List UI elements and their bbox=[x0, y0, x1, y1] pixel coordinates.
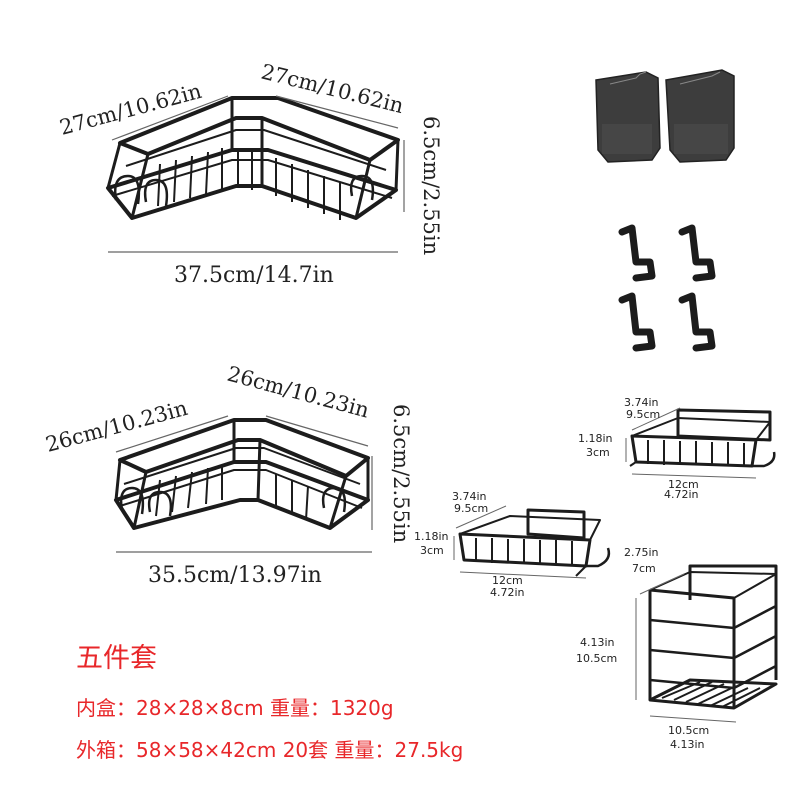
soap-rack-top-height-cm: 3cm bbox=[586, 446, 610, 459]
spec-inner-box: 内盒：28×28×8cm 重量：1320g bbox=[76, 696, 394, 720]
soap-rack-top-length-cm: 12cm bbox=[668, 478, 699, 491]
holder-width-in: 4.13in bbox=[670, 738, 705, 751]
medium-rack-width-dim: 35.5cm/13.97in bbox=[148, 563, 322, 588]
medium-rack-right-dim: 26cm/10.23in bbox=[225, 362, 372, 423]
soap-rack-bottom-depth-cm: 9.5cm bbox=[454, 502, 488, 515]
soap-rack-top-dim-lines bbox=[625, 407, 757, 479]
soap-rack-bottom-height-cm: 3cm bbox=[420, 544, 444, 557]
hook-4 bbox=[678, 292, 716, 352]
hooks bbox=[618, 224, 716, 352]
soap-rack-bottom-height-in: 1.18in bbox=[414, 530, 449, 543]
dimension-lines bbox=[108, 95, 405, 553]
medium-corner-rack bbox=[114, 418, 370, 530]
soap-rack-bottom-length-in: 4.72in bbox=[490, 586, 525, 599]
soap-rack-bottom-dim-lines bbox=[453, 505, 587, 579]
medium-rack-left-dim: 26cm/10.23in bbox=[43, 396, 190, 457]
medium-rack-height-dim: 6.5cm/2.55in bbox=[389, 404, 413, 543]
soap-rack-bottom-depth-in: 3.74in bbox=[452, 490, 487, 503]
soap-rack-top-length-in: 4.72in bbox=[664, 488, 699, 501]
holder-dim-lines bbox=[635, 573, 737, 723]
holder-width-cm: 10.5cm bbox=[668, 724, 709, 737]
hook-1 bbox=[618, 224, 656, 282]
large-rack-left-dim: 27cm/10.62in bbox=[57, 79, 204, 140]
spec-title: 五件套 bbox=[76, 643, 157, 674]
soap-rack-bottom bbox=[458, 508, 611, 577]
soap-rack-top-depth-cm: 9.5cm bbox=[626, 408, 660, 421]
soap-rack-top bbox=[629, 408, 776, 468]
soap-rack-top-height-in: 1.18in bbox=[578, 432, 613, 445]
spec-outer-box: 外箱：58×58×42cm 20套 重量：27.5kg bbox=[76, 738, 464, 762]
large-rack-width-dim: 37.5cm/14.7in bbox=[174, 263, 334, 288]
holder-height-in: 4.13in bbox=[580, 636, 615, 649]
holder-depth-cm: 7cm bbox=[632, 562, 656, 575]
large-rack-right-dim: 27cm/10.62in bbox=[259, 60, 406, 119]
hook-3 bbox=[618, 292, 656, 352]
soap-rack-bottom-length-cm: 12cm bbox=[492, 574, 523, 587]
large-corner-rack bbox=[106, 96, 400, 220]
holder-height-cm: 10.5cm bbox=[576, 652, 617, 665]
cup-right bbox=[665, 69, 735, 163]
hook-2 bbox=[678, 224, 716, 282]
soap-rack-top-depth-in: 3.74in bbox=[624, 396, 659, 409]
cup-left bbox=[595, 71, 661, 163]
large-rack-height-dim: 6.5cm/2.55in bbox=[419, 116, 443, 255]
holder-depth-in: 2.75in bbox=[624, 546, 659, 559]
holder bbox=[648, 564, 778, 710]
